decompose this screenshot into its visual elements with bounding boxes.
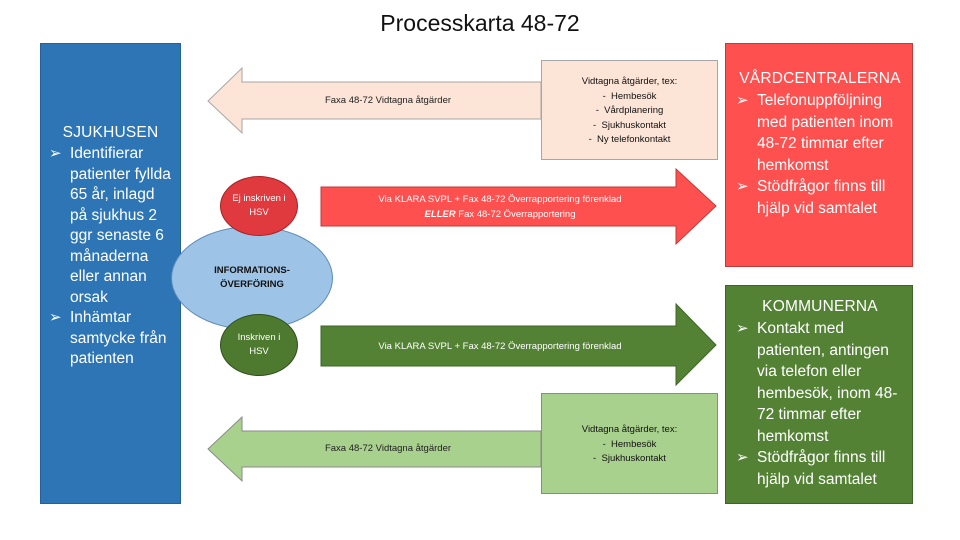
- note-bottom-item: - Sjukhuskontakt: [593, 453, 666, 464]
- arrow-label-red-line1: Via KLARA SVPL + Fax 48-72 Överrapporter…: [378, 194, 622, 205]
- arrow-faxa-bottom: [207, 415, 542, 483]
- list-item: ➢Stödfrågor finns till hjälp vid samtale…: [736, 178, 886, 217]
- arrow-label-green: Via KLARA SVPL + Fax 48-72 Överrapporter…: [378, 341, 622, 352]
- arrow-kommun: [320, 302, 717, 387]
- note-top-item: - Ny telefonkontakt: [588, 134, 671, 145]
- arrow-bullet-icon: ➢: [736, 320, 749, 337]
- arrow-label-red-line2: Fax 48-72 Överrapportering: [455, 209, 576, 220]
- circle-inskriven: Inskriven i HSV: [220, 314, 298, 376]
- arrow-label-bottom-left: Faxa 48-72 Vidtagna åtgärder: [324, 443, 452, 454]
- arrow-bullet-icon: ➢: [49, 145, 62, 162]
- vardcentralerna-heading: VÅRDCENTRALERNA: [739, 70, 901, 87]
- arrow-vardcentral: [320, 167, 717, 246]
- note-bottom-item: - Hembesök: [602, 438, 657, 450]
- note-top-item: - Hembesök: [602, 90, 657, 102]
- circle-inskriven-label: Inskriven i HSV: [237, 332, 281, 357]
- arrow-bullet-icon: ➢: [736, 92, 749, 109]
- list-item: ➢Identifierar patienter fyllda 65 år, in…: [49, 145, 171, 306]
- note-top-heading: Vidtagna åtgärder, tex:: [581, 76, 678, 87]
- sjukhusen-list: ➢Identifierar patienter fyllda 65 år, in…: [47, 144, 174, 370]
- vardcentralerna-list: ➢Telefonuppföljning med patienten inom 4…: [734, 90, 906, 219]
- note-top-item: - Vårdplanering: [595, 105, 664, 116]
- circle-ej-inskriven: Ej inskriven i HSV: [220, 176, 298, 236]
- list-item: ➢Inhämtar samtycke från patienten: [49, 309, 167, 367]
- list-item: ➢Kontakt med patienten, antingen via tel…: [736, 320, 898, 445]
- arrow-bullet-icon: ➢: [736, 178, 749, 195]
- arrow-faxa-top: [207, 66, 542, 135]
- kommunerna-list: ➢Kontakt med patienten, antingen via tel…: [734, 318, 906, 490]
- arrow-bullet-icon: ➢: [49, 309, 62, 326]
- note-bottom-heading: Vidtagna åtgärder, tex:: [581, 424, 678, 435]
- list-item: ➢Stödfrågor finns till hjälp vid samtale…: [736, 449, 886, 488]
- page-title: Processkarta 48-72: [380, 10, 580, 36]
- box-vardcentralerna: VÅRDCENTRALERNA ➢Telefonuppföljning med …: [725, 43, 913, 267]
- circle-informationsoverforing-label: INFORMATIONS-ÖVERFÖRING: [214, 265, 290, 290]
- kommunerna-heading: KOMMUNERNA: [762, 298, 878, 315]
- arrow-label-top-left: Faxa 48-72 Vidtagna åtgärder: [324, 95, 452, 106]
- list-item: ➢Telefonuppföljning med patienten inom 4…: [736, 92, 894, 174]
- note-vidtagna-top: Vidtagna åtgärder, tex: - Hembesök - Vår…: [541, 60, 718, 160]
- arrow-label-red: Via KLARA SVPL + Fax 48-72 Överrapporter…: [330, 192, 670, 222]
- box-kommunerna: KOMMUNERNA ➢Kontakt med patienten, antin…: [725, 285, 913, 504]
- box-sjukhusen: SJUKHUSEN ➢Identifierar patienter fyllda…: [40, 43, 181, 504]
- arrow-label-red-eller: ELLER: [424, 209, 456, 220]
- note-vidtagna-bottom: Vidtagna åtgärder, tex: - Hembesök - Sju…: [541, 393, 718, 494]
- circle-ej-inskriven-label: Ej inskriven i HSV: [232, 193, 286, 218]
- arrow-bullet-icon: ➢: [736, 449, 749, 466]
- sjukhusen-heading: SJUKHUSEN: [62, 124, 159, 141]
- note-top-item: - Sjukhuskontakt: [593, 119, 666, 131]
- circle-informationsoverforing: INFORMATIONS-ÖVERFÖRING: [171, 226, 333, 330]
